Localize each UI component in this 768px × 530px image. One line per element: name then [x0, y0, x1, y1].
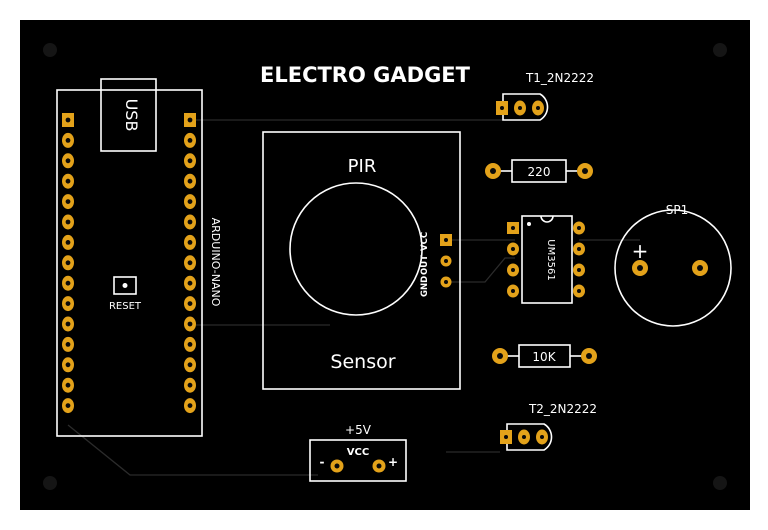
- arduino-left-pin-hole: [65, 117, 71, 123]
- pir-dome-outline: [289, 182, 423, 316]
- arduino-right-pin-hole: [187, 138, 193, 143]
- ic-pin1-marker: [527, 222, 531, 226]
- board-title: ELECTRO GADGET: [260, 63, 471, 87]
- transistor-t2: T2_2N2222: [500, 402, 597, 451]
- reset-label: RESET: [109, 301, 142, 312]
- arduino-left-pin-hole: [65, 362, 71, 368]
- pir-pin-gnd-label: GND: [420, 276, 430, 297]
- arduino-right-pin-hole: [187, 382, 193, 388]
- sp1-outline: [614, 209, 732, 327]
- r2-label: 10K: [532, 350, 556, 364]
- reset-button-icon: [122, 283, 128, 288]
- ic-pins: [507, 221, 585, 298]
- resistor-r2: 10K: [492, 344, 597, 368]
- arduino-left-pin-hole: [65, 158, 71, 164]
- arduino-left-pin-hole: [65, 382, 71, 388]
- pir-pin-vcc-label: VCC: [420, 232, 430, 251]
- arduino-right-header: [184, 113, 196, 414]
- arduino-left-pin-hole: [65, 138, 71, 143]
- sp1-plus-label: +: [632, 239, 649, 263]
- pir-pin-out-label: OUT: [420, 255, 430, 275]
- arduino-right-pin-hole: [187, 301, 193, 306]
- pir-bottom-label: Sensor: [330, 351, 395, 373]
- arduino-right-pin-hole: [187, 403, 193, 408]
- ic-pin-hole: [511, 268, 515, 272]
- ic-pin-hole: [511, 247, 515, 251]
- power-minus-label: -: [320, 455, 325, 469]
- ic-notch: [540, 215, 554, 223]
- ic-outline: [521, 215, 573, 304]
- arduino-right-pin-hole: [187, 260, 193, 266]
- t1-outline: [502, 93, 549, 121]
- board-background: [20, 20, 750, 510]
- arduino-left-pin-hole: [65, 199, 71, 205]
- power-connector: +5V VCC - +: [309, 423, 407, 482]
- arduino-left-pin-hole: [65, 342, 71, 347]
- pir-top-label: PIR: [348, 156, 377, 177]
- arduino-right-pin-hole: [187, 178, 193, 184]
- power-connector-outline: [309, 439, 407, 482]
- arduino-left-pin-hole: [65, 240, 71, 245]
- arduino-right-pin-hole: [187, 199, 193, 205]
- arduino-right-pin-hole: [187, 117, 193, 123]
- arduino-right-pin-hole: [187, 240, 193, 245]
- arduino-right-pin-hole: [187, 342, 193, 347]
- resistor-r1: 220: [485, 159, 593, 183]
- arduino-right-pin-hole: [187, 362, 193, 368]
- arduino-nano-module: USB ARDUINO-NANO RESET: [56, 78, 222, 437]
- arduino-left-pin-hole: [65, 321, 71, 327]
- t1-label: T1_2N2222: [525, 71, 594, 85]
- r1-label: 220: [528, 165, 551, 179]
- ic-pin-hole: [511, 226, 515, 230]
- usb-connector-outline: [100, 78, 157, 152]
- arduino-left-pin-hole: [65, 280, 71, 286]
- arduino-left-pin-hole: [65, 301, 71, 306]
- arduino-outline: [56, 89, 203, 437]
- ic-pin-hole: [577, 247, 581, 251]
- arduino-left-header: [62, 113, 74, 414]
- ic-pin-hole: [511, 289, 515, 293]
- arduino-right-pin-hole: [187, 280, 193, 286]
- transistor-t1: T1_2N2222: [496, 71, 594, 121]
- ic-pin-hole: [577, 268, 581, 272]
- pir-outline: [262, 131, 461, 390]
- ic-um3561: UM3561: [507, 215, 585, 304]
- power-plus-label: +: [388, 455, 398, 469]
- mounting-holes: [43, 43, 727, 490]
- arduino-left-pin-hole: [65, 403, 71, 408]
- ic-label: UM3561: [545, 239, 556, 280]
- arduino-right-pin-hole: [187, 219, 193, 225]
- ic-pin-hole: [577, 226, 581, 230]
- r1-body: [511, 159, 567, 183]
- reset-button-outline: [113, 276, 137, 295]
- ic-pin-hole: [577, 289, 581, 293]
- arduino-left-pin-hole: [65, 260, 71, 266]
- pir-sensor-module: PIR Sensor GND OUT VCC: [262, 131, 461, 390]
- arduino-name-label: ARDUINO-NANO: [209, 218, 222, 307]
- usb-label: USB: [122, 99, 141, 132]
- t2-outline: [506, 423, 553, 451]
- arduino-left-pin-hole: [65, 178, 71, 184]
- r2-body: [518, 344, 571, 368]
- arduino-right-pin-hole: [187, 158, 193, 164]
- power-voltage-label: +5V: [345, 423, 372, 437]
- t2-label: T2_2N2222: [528, 402, 597, 416]
- arduino-right-pin-hole: [187, 321, 193, 327]
- power-vcc-label: VCC: [347, 447, 369, 458]
- arduino-left-pin-hole: [65, 219, 71, 225]
- speaker-sp1: SP1 +: [614, 203, 732, 327]
